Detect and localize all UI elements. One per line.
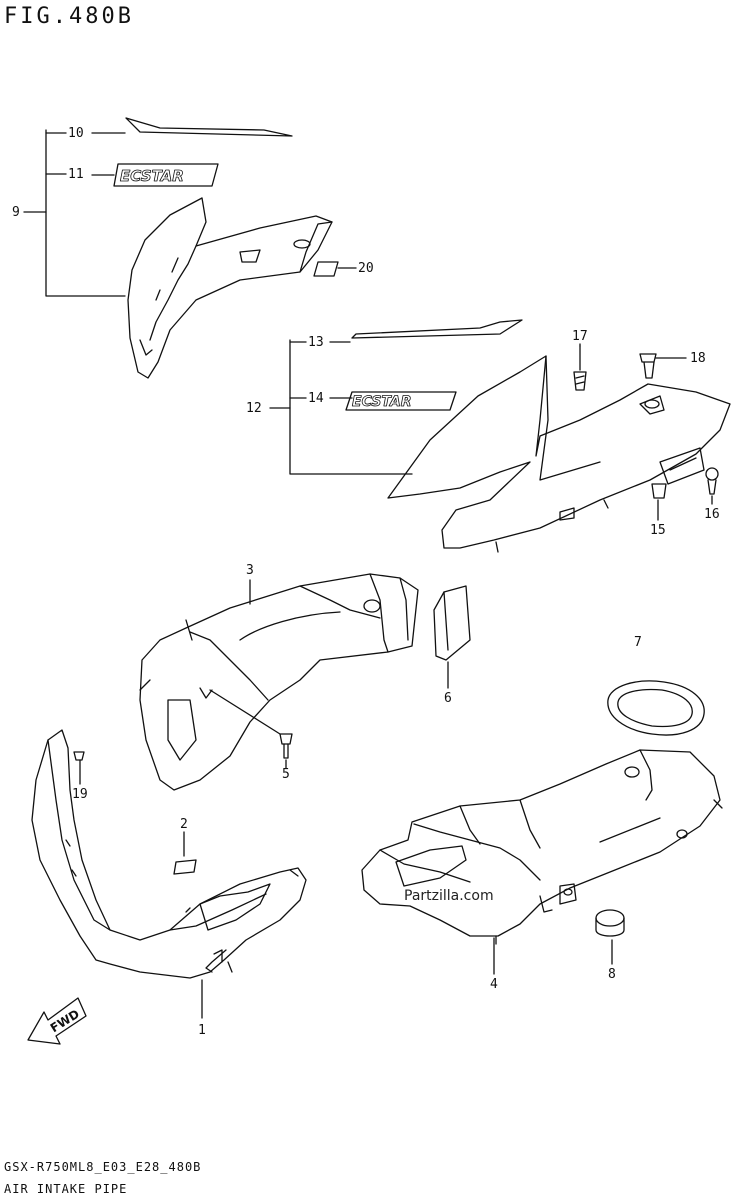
callout-6: 6	[444, 691, 452, 706]
part-11-emblem: ECSTAR	[113, 163, 219, 187]
callout-3: 3	[246, 563, 254, 578]
part-7-gasket	[607, 680, 705, 736]
bracket-9	[45, 129, 126, 297]
emblem-text-upper: ECSTAR	[120, 167, 184, 185]
figure-code: FIG.480B	[4, 4, 134, 29]
callout-13: 13	[308, 335, 324, 350]
part-12-side-cowl	[387, 355, 731, 553]
fwd-arrow-icon: FWD	[27, 997, 87, 1045]
part-5-screw	[209, 689, 293, 769]
callout-20: 20	[358, 261, 374, 276]
callout-8: 8	[608, 967, 616, 982]
emblem-text-lower: ECSTAR	[352, 394, 412, 410]
part-4-intake-duct	[361, 749, 723, 945]
callout-9: 9	[12, 205, 20, 220]
callout-1: 1	[198, 1023, 206, 1038]
callout-17: 17	[572, 329, 588, 344]
callout-2: 2	[180, 817, 188, 832]
callout-7: 7	[634, 635, 642, 650]
part-9-side-cowl	[127, 197, 333, 379]
part-13-stripe-decal	[351, 319, 523, 339]
part-8-grommet	[595, 909, 625, 965]
part-14-emblem: ECSTAR	[345, 391, 457, 411]
part-6-seal	[433, 585, 471, 689]
part-20-pad	[313, 261, 339, 277]
part-1-lower-cowl	[31, 729, 307, 979]
part-19-screw	[73, 751, 85, 785]
part-15-clip	[651, 483, 667, 521]
part-10-stripe-decal	[125, 117, 293, 137]
part-3-intake-duct	[139, 573, 419, 791]
callout-15: 15	[650, 523, 666, 538]
part-16-rivet	[705, 467, 719, 505]
watermark: Partzilla.com	[404, 888, 494, 904]
callout-12: 12	[246, 401, 262, 416]
callout-14: 14	[308, 391, 324, 406]
bracket-12	[289, 339, 413, 475]
figure-title: AIR INTAKE PIPE	[4, 1182, 128, 1196]
callout-10: 10	[68, 126, 84, 141]
callout-4: 4	[490, 977, 498, 992]
part-17-screw	[573, 345, 587, 391]
part-18-rivet	[639, 353, 687, 379]
callout-5: 5	[282, 767, 290, 782]
callout-19: 19	[72, 787, 88, 802]
svg-text:FWD: FWD	[48, 1007, 82, 1036]
callout-11: 11	[68, 167, 84, 182]
callout-18: 18	[690, 351, 706, 366]
part-2-pad	[173, 859, 197, 875]
callout-16: 16	[704, 507, 720, 522]
model-line: GSX-R750ML8_E03_E28_480B	[4, 1160, 202, 1174]
